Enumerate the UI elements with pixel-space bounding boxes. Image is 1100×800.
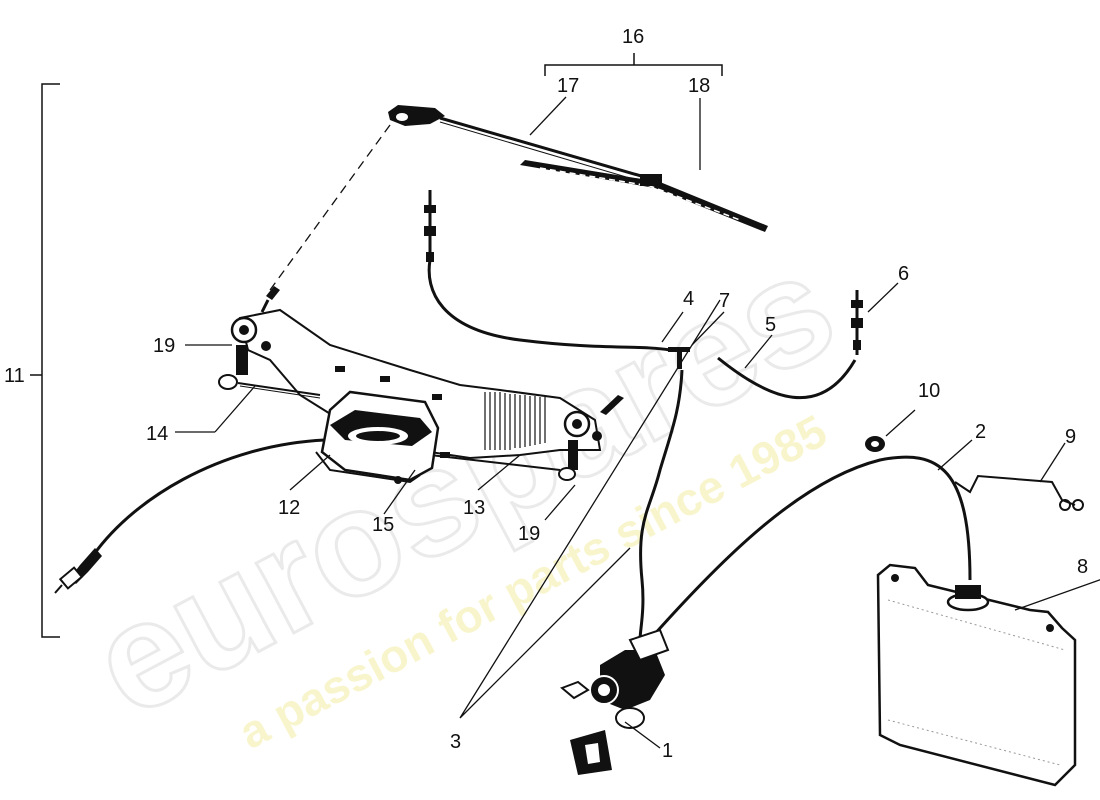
linkage-rod-14 [237, 382, 321, 396]
callout-9: 9 [1065, 426, 1076, 448]
callout-4: 4 [683, 288, 694, 310]
callout-1: 1 [662, 740, 673, 762]
retaining-strap-9 [954, 474, 1084, 511]
washer-jet-left [424, 190, 436, 262]
callout-3: 3 [450, 731, 461, 753]
callout-16: 16 [622, 26, 644, 48]
washer-reservoir-8 [876, 563, 1077, 787]
callout-6: 6 [898, 263, 909, 285]
motor-cable [54, 438, 326, 594]
washer-hoses [427, 259, 972, 646]
callout-19-right: 19 [518, 523, 540, 545]
wiper-frame [218, 286, 624, 481]
callout-2: 2 [975, 421, 986, 443]
wiper-arm [388, 105, 656, 185]
grommet-10 [865, 436, 885, 452]
callout-labels: 16 17 18 11 19 14 12 15 13 19 4 7 5 6 10… [4, 26, 1088, 762]
callout-19-left: 19 [153, 335, 175, 357]
callout-10: 10 [918, 380, 940, 402]
leader-lines [175, 96, 1100, 749]
linkage-rod-13 [429, 454, 561, 471]
watermark: eurospares a passion for parts since 198… [65, 219, 861, 759]
callout-7: 7 [719, 290, 730, 312]
callout-11: 11 [4, 365, 25, 387]
wiper-blade [520, 160, 768, 232]
wiper-motor [315, 390, 440, 484]
arm-mount-dashline [269, 124, 391, 291]
group-bracket-11 [30, 83, 60, 638]
callout-14: 14 [146, 423, 168, 445]
callout-17: 17 [557, 75, 579, 97]
callout-8: 8 [1077, 556, 1088, 578]
washer-pump-1 [560, 628, 670, 775]
callout-18: 18 [688, 75, 710, 97]
t-piece-7 [668, 347, 690, 369]
washer-jet-right [851, 290, 863, 355]
bracket-16 [544, 53, 723, 76]
callout-15: 15 [372, 514, 394, 536]
callout-12: 12 [278, 497, 300, 519]
callout-5: 5 [765, 314, 776, 336]
callout-13: 13 [463, 497, 485, 519]
